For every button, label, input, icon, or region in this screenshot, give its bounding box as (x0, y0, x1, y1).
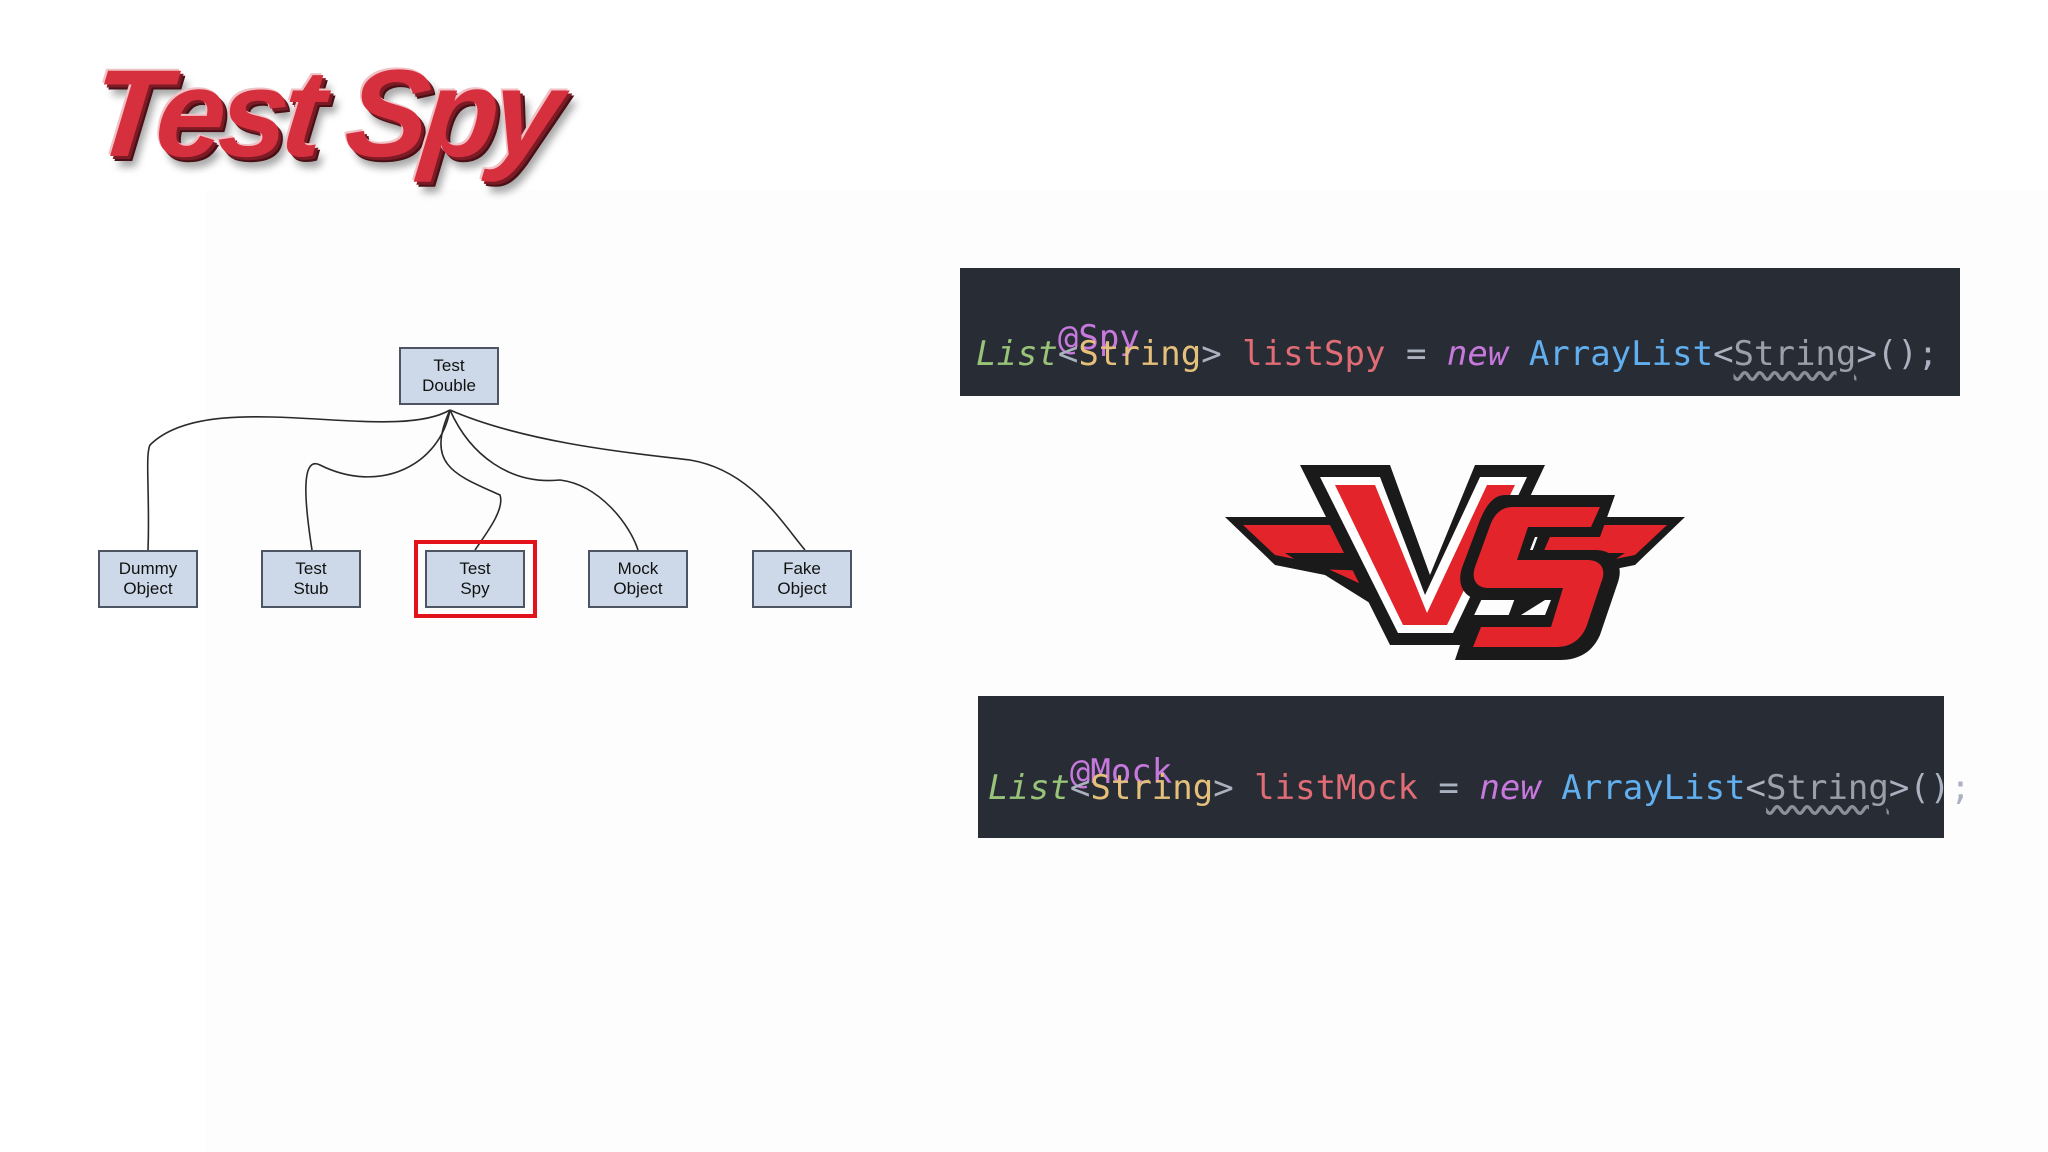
code-panel-mock: @Mock List<String> listMock = new ArrayL… (978, 696, 1971, 838)
page-title: Test Spy (84, 45, 564, 183)
node-test-double: Test Double (399, 347, 499, 405)
type-token: List (988, 768, 1070, 808)
code-line-annotation: @Mock (988, 712, 1172, 832)
variable-token: listSpy (1242, 334, 1386, 374)
warning-token: String (1766, 768, 1889, 808)
node-mock-object: Mock Object (588, 550, 688, 608)
operator-token: = (1405, 334, 1427, 374)
connector-mock (449, 409, 639, 551)
connector-stub (305, 409, 451, 551)
generic-type-token: String (1078, 334, 1202, 374)
diagram-connectors (146, 409, 806, 551)
connector-dummy (146, 409, 451, 551)
code-line-declaration: List<String> listSpy = new ArrayList<Str… (976, 334, 1938, 374)
operator-token: = (1438, 768, 1459, 808)
keyword-token: new (1479, 768, 1541, 808)
punct-token: < (1069, 768, 1091, 808)
punct-token: < (1057, 334, 1079, 374)
code-line-declaration: List<String> listMock = new ArrayList<St… (988, 768, 1971, 808)
annotation-token: @Spy (1057, 318, 1140, 358)
variable-token: listMock (1254, 768, 1418, 808)
connector-fake (449, 409, 806, 551)
class-token: ArrayList (1528, 334, 1714, 374)
node-fake-object: Fake Object (752, 550, 852, 608)
generic-type-token: String (1090, 768, 1214, 808)
node-test-spy: Test Spy (425, 550, 525, 608)
connector-spy (440, 409, 502, 551)
annotation-token: @Mock (1069, 752, 1173, 792)
punct-token: < (1745, 768, 1767, 808)
vs-logo-icon (1225, 465, 1685, 660)
code-panel-spy: @Spy List<String> listSpy = new ArrayLis… (960, 268, 1960, 396)
node-dummy-object: Dummy Object (98, 550, 198, 608)
punct-token: >(); (1888, 768, 1971, 808)
warning-token: String (1733, 334, 1857, 374)
punct-token: >(); (1856, 334, 1939, 374)
code-line-annotation: @Spy (976, 278, 1140, 398)
punct-token: > (1201, 334, 1222, 374)
keyword-token: new (1446, 334, 1509, 374)
test-double-diagram: Test Double Dummy Object Test Stub Test … (90, 335, 870, 625)
punct-token: > (1213, 768, 1234, 808)
punct-token: < (1713, 334, 1734, 374)
class-token: ArrayList (1561, 768, 1746, 808)
type-token: List (976, 334, 1058, 374)
node-test-stub: Test Stub (261, 550, 361, 608)
